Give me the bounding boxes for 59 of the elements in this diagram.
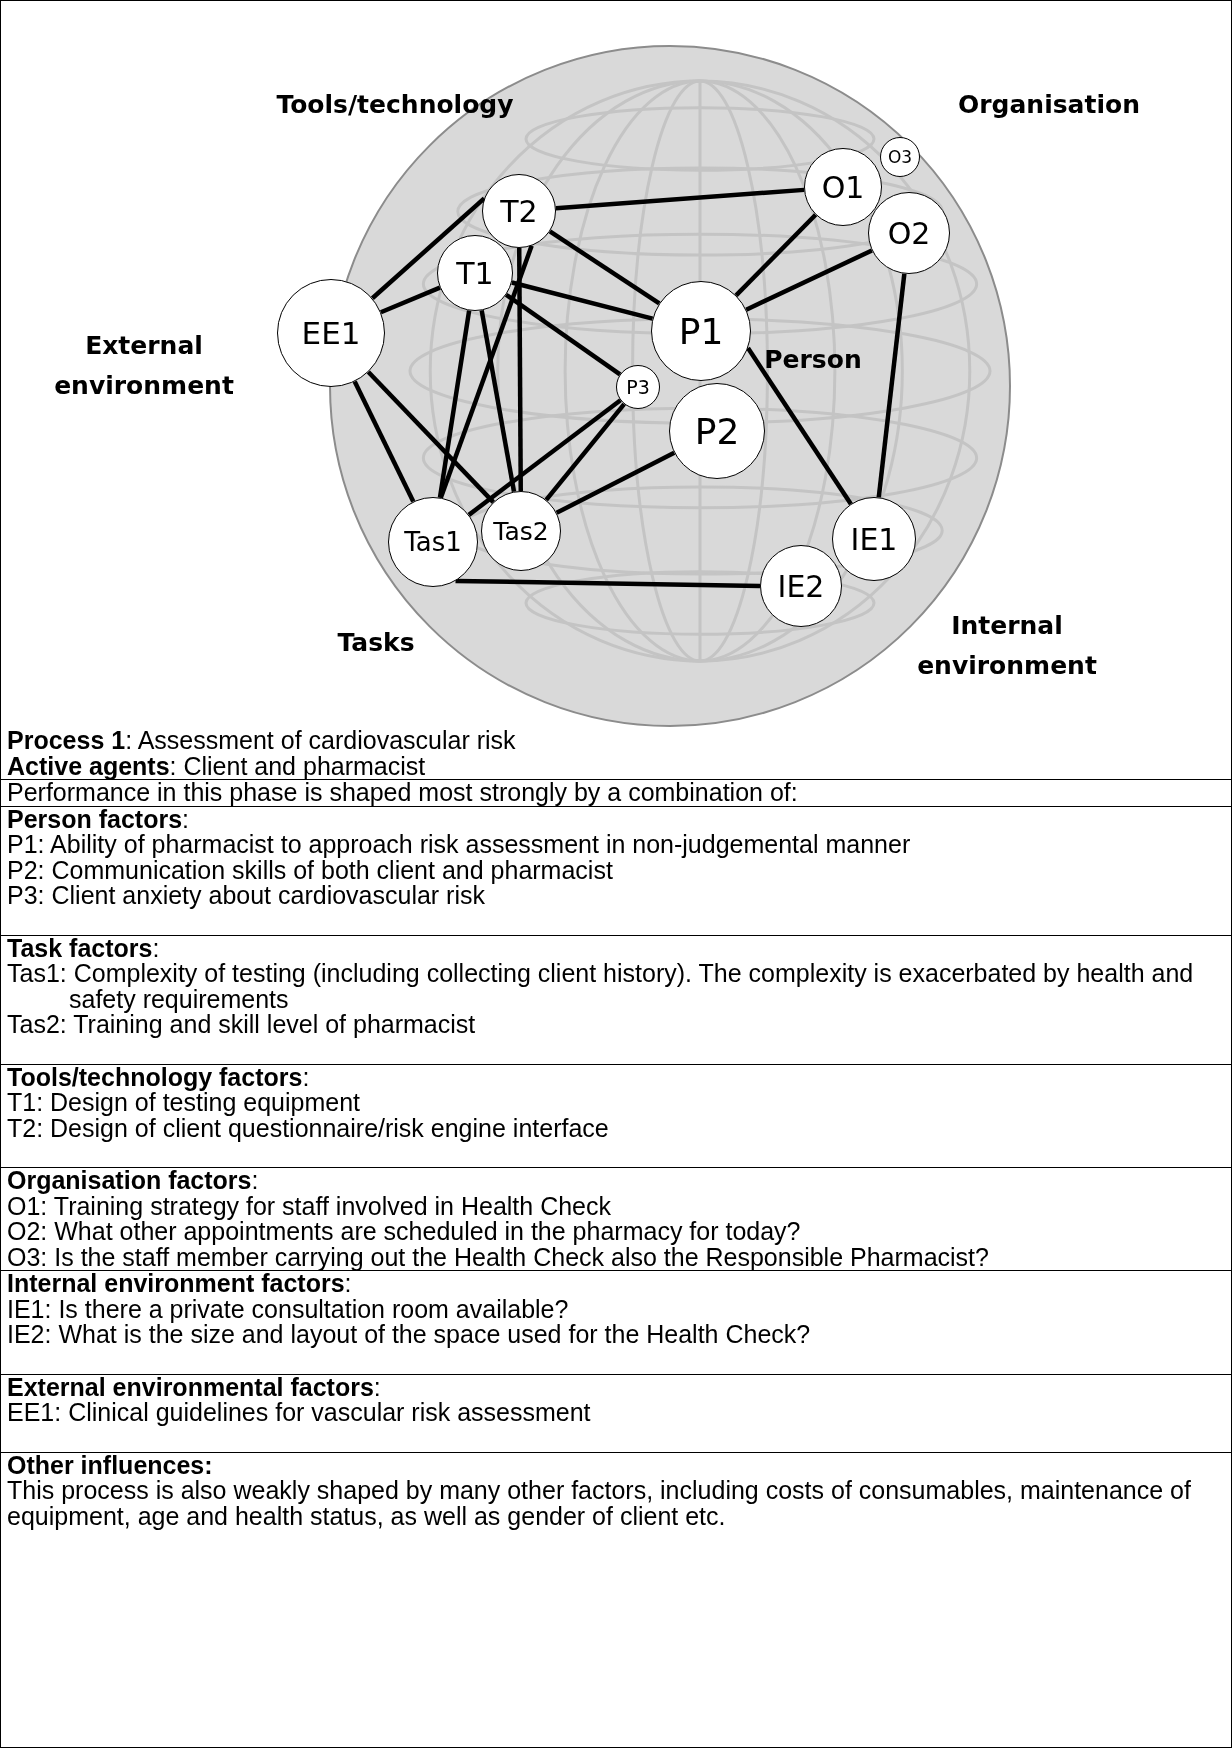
factor-code: IE1: [850, 521, 898, 557]
section-heading: Person factors:: [7, 806, 190, 832]
table-text: T2: Design of client questionnaire/risk engine interface: [7, 1115, 610, 1141]
factor-code: Tas1: [404, 527, 462, 557]
connector-line: [352, 380, 416, 503]
connector-line: [438, 245, 534, 499]
factor-code: O2: [887, 215, 931, 251]
connector-line: [380, 285, 441, 315]
connector-line: [511, 280, 654, 321]
section-heading: External environmental factors:: [7, 1374, 382, 1400]
category-label: Person: [763, 344, 863, 376]
connector-line: [544, 402, 626, 502]
table-text: This process is also weakly shaped by many other factors, including costs of consumables, maintenance of equipment, age and health status, as well as gender of client etc.: [7, 1478, 1192, 1529]
factor-code: EE1: [301, 315, 361, 351]
table-text: Tas2: Training and skill level of pharmacist: [7, 1012, 477, 1038]
connector-line: [555, 450, 676, 515]
connector-line: [746, 346, 853, 506]
table-text: O3: Is the staff member carrying out the Health Check also the Responsible Pharmacist?: [7, 1244, 990, 1270]
connector-line: [517, 248, 523, 491]
connector-line: [455, 578, 761, 589]
category-label: Tasks: [336, 627, 416, 659]
connector-line: [734, 213, 818, 297]
process-line: Process 1: Assessment of cardiovascular risk: [7, 728, 517, 754]
factor-code: P1: [678, 310, 724, 352]
table-text: P2: Communication skills of both client and pharmacist: [7, 857, 614, 883]
table-text: P1: Ability of pharmacist to approach risk assessment in non-judgemental manner: [7, 832, 912, 858]
connector-line: [548, 229, 661, 306]
category-label: External environment: [53, 330, 235, 402]
table-text: IE2: What is the size and layout of the space used for the Health Check?: [7, 1322, 812, 1348]
factor-code: T2: [500, 193, 538, 229]
factor-code: O3: [887, 147, 913, 167]
section-heading: Organisation factors:: [7, 1168, 260, 1194]
table-text: O2: What other appointments are scheduled in the pharmacy for today?: [7, 1219, 802, 1245]
section-heading: Internal environment factors:: [7, 1271, 352, 1297]
table-text: P3: Client anxiety about cardiovascular risk: [7, 883, 486, 909]
connector-line: [555, 187, 805, 211]
connector-line: [504, 292, 622, 377]
factor-code: IE2: [777, 568, 825, 604]
connector-line: [745, 248, 873, 312]
category-label: Internal environment: [916, 610, 1098, 682]
connector-line: [876, 273, 907, 498]
table-text: EE1: Clinical guidelines for vascular risk assessment: [7, 1400, 592, 1426]
connector-line: [467, 398, 622, 517]
connector-line: [437, 310, 472, 498]
table-text: T1: Design of testing equipment: [7, 1090, 361, 1116]
process-line: Active agents: Client and pharmacist: [7, 753, 427, 779]
table-text: Performance in this phase is shaped most strongly by a combination of:: [7, 780, 799, 806]
connector-line: [370, 196, 486, 300]
category-label: Organisation: [957, 89, 1141, 121]
connector-line: [479, 310, 517, 492]
factor-code: O1: [821, 169, 865, 205]
factor-code: P2: [694, 410, 740, 452]
factor-code: P3: [626, 376, 650, 398]
factor-code: T1: [456, 255, 494, 291]
section-heading: Other influences:: [7, 1452, 214, 1478]
section-heading: Task factors:: [7, 935, 161, 961]
factor-code: Tas2: [493, 516, 549, 546]
category-label: Tools/technology: [275, 89, 515, 121]
connector-line: [366, 370, 495, 504]
